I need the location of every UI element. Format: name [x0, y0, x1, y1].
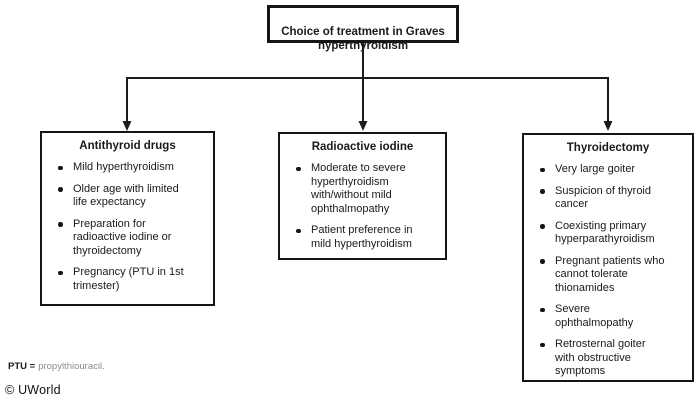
root-node-choice-of-treatment: Choice of treatment in Graves hyperthyro… — [267, 5, 459, 52]
criteria-item: Moderate to severe hyperthyroidism with/… — [293, 162, 437, 216]
branch-title-antithyroid-drugs: Antithyroid drugs — [79, 140, 176, 152]
criteria-item: Very large goiter — [537, 163, 684, 177]
footnote-definition: propylthiouracil. — [38, 361, 105, 372]
criteria-item: Retrosternal goiter with obstructive sym… — [537, 338, 684, 379]
criteria-item: Severe ophthalmopathy — [537, 303, 684, 330]
criteria-item: Older age with limited life expectancy — [55, 183, 205, 210]
root-node-title: Choice of treatment in Graves hyperthyro… — [281, 25, 445, 53]
branch-title-thyroidectomy: Thyroidectomy — [566, 142, 650, 154]
branch-title-radioactive-iodine: Radioactive iodine — [311, 141, 414, 153]
footnote-abbreviation: PTU = — [8, 361, 36, 372]
criteria-item: Patient preference in mild hyperthyroidi… — [293, 224, 437, 251]
branch-box-radioactive-iodine: Radioactive iodine Moderate to severe hy… — [278, 132, 447, 260]
criteria-item: Pregnancy (PTU in 1st trimester) — [55, 266, 205, 293]
criteria-item: Preparation for radioactive iodine or th… — [55, 218, 205, 259]
arrow-down-icon — [122, 121, 132, 131]
criteria-item: Coexisting primary hyperparathyroidism — [537, 220, 684, 247]
criteria-list-radioactive-iodine: Moderate to severe hyperthyroidism with/… — [280, 156, 445, 251]
criteria-item: Pregnant patients who cannot tolerate th… — [537, 255, 684, 296]
criteria-item: Mild hyperthyroidism — [55, 161, 205, 175]
copyright-notice: © UWorld — [5, 383, 61, 397]
arrow-down-icon — [358, 121, 368, 131]
footnote: PTU =propylthiouracil. — [8, 361, 105, 372]
arrow-down-icon — [603, 121, 613, 131]
criteria-item: Suspicion of thyroid cancer — [537, 185, 684, 212]
